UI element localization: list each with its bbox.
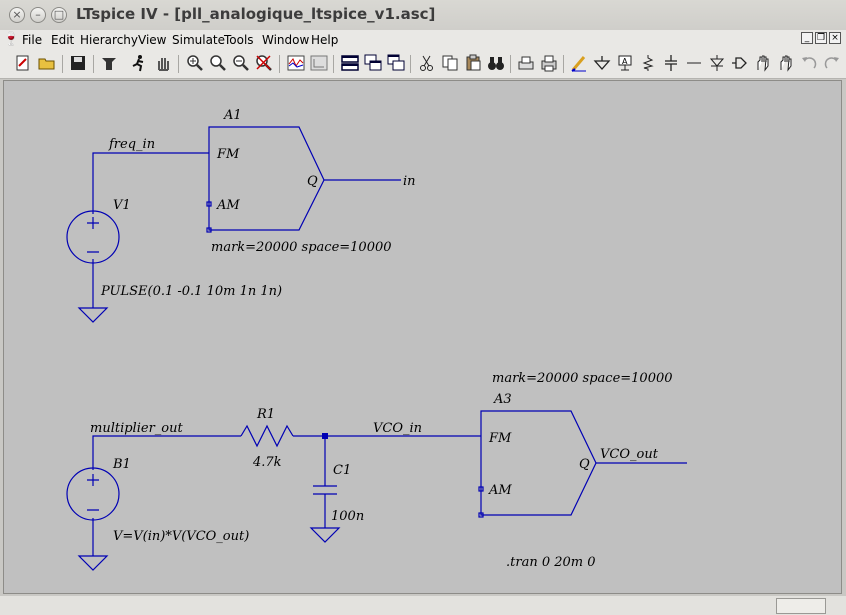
v1-name: V1: [113, 198, 131, 213]
a3-pin-q: Q: [579, 457, 590, 472]
zoom-out-icon[interactable]: [232, 54, 250, 72]
print-setup-icon[interactable]: [517, 54, 535, 72]
drag-icon[interactable]: [777, 54, 795, 72]
menu-window[interactable]: Window: [262, 33, 310, 47]
label-net-icon[interactable]: A: [616, 54, 634, 72]
cascade-icon[interactable]: [364, 54, 382, 72]
net-in[interactable]: in: [403, 174, 416, 189]
schematic-canvas[interactable]: A1 FM AM Q mark=20000 space=10000 freq_i…: [3, 80, 842, 594]
a3-params: mark=20000 space=10000: [492, 371, 673, 386]
title-bar: × – □ LTspice IV - [pll_analogique_ltspi…: [0, 0, 846, 30]
save-icon[interactable]: [69, 54, 87, 72]
open-icon[interactable]: [38, 54, 56, 72]
a3-pin-fm: FM: [488, 431, 512, 446]
v1-source[interactable]: [66, 210, 120, 264]
ground-3: [77, 555, 109, 571]
status-bar: [0, 596, 846, 615]
a1-pin-q: Q: [307, 174, 318, 189]
v1-value: PULSE(0.1 -0.1 10m 1n 1n): [100, 284, 282, 299]
net-freq-in[interactable]: freq_in: [108, 137, 155, 152]
wire-multiplier-out[interactable]: [92, 435, 241, 470]
tile-vertical-icon[interactable]: [387, 54, 405, 72]
toolbar: A: [0, 50, 846, 79]
maximize-window-button[interactable]: □: [51, 7, 67, 23]
status-panel: [776, 598, 826, 614]
r1-resistor[interactable]: [240, 424, 294, 448]
wire-c1[interactable]: [313, 436, 337, 528]
minimize-window-button[interactable]: –: [30, 7, 46, 23]
a3-name: A3: [493, 392, 512, 407]
cut-icon[interactable]: [418, 54, 436, 72]
menu-tools[interactable]: Tools: [224, 33, 254, 47]
menu-view[interactable]: View: [138, 33, 167, 47]
svg-text:A: A: [622, 57, 628, 66]
print-icon[interactable]: [540, 54, 558, 72]
a1-name: A1: [223, 108, 242, 123]
ground-1: [77, 307, 109, 323]
diode-icon[interactable]: [708, 54, 726, 72]
ground-2: [309, 527, 341, 543]
spice-directive[interactable]: .tran 0 20m 0: [506, 555, 596, 570]
junction-dot: [322, 433, 328, 439]
move-icon[interactable]: [754, 54, 772, 72]
undo-icon[interactable]: [800, 54, 818, 72]
r1-name: R1: [256, 407, 275, 422]
a1-params: mark=20000 space=10000: [211, 240, 392, 255]
app-logo-icon: 🍷: [3, 32, 20, 47]
mdi-restore-button[interactable]: ❐: [815, 32, 827, 44]
mdi-close-button[interactable]: ×: [829, 32, 841, 44]
capacitor-icon[interactable]: [662, 54, 680, 72]
tile-horizontal-icon[interactable]: [341, 54, 359, 72]
close-window-button[interactable]: ×: [9, 7, 25, 23]
halt-icon[interactable]: [154, 54, 172, 72]
run-icon[interactable]: [130, 54, 148, 72]
copy-icon[interactable]: [441, 54, 459, 72]
menu-file[interactable]: File: [22, 33, 43, 47]
menu-bar: 🍷 File Edit Hierarchy View Simulate Tool…: [0, 30, 846, 50]
menu-help[interactable]: Help: [311, 33, 339, 47]
menu-hierarchy[interactable]: Hierarchy: [80, 33, 139, 47]
a3-block[interactable]: [480, 410, 597, 516]
waveform-icon[interactable]: [287, 54, 305, 72]
window-title: LTspice IV - [pll_analogique_ltspice_v1.…: [76, 5, 436, 23]
autorange-icon[interactable]: [310, 54, 328, 72]
new-schematic-icon[interactable]: [14, 54, 32, 72]
a1-block[interactable]: [208, 126, 325, 231]
wire-freq-in[interactable]: [92, 152, 209, 214]
zoom-pan-icon[interactable]: [209, 54, 227, 72]
draw-wire-icon[interactable]: [570, 54, 588, 72]
component-icon[interactable]: [731, 54, 749, 72]
net-vco-out[interactable]: VCO_out: [600, 447, 659, 462]
menu-edit[interactable]: Edit: [51, 33, 75, 47]
r1-value: 4.7k: [252, 455, 282, 470]
control-panel-icon[interactable]: [100, 54, 118, 72]
paste-icon[interactable]: [464, 54, 482, 72]
inductor-icon[interactable]: [685, 54, 703, 72]
b1-value: V=V(in)*V(VCO_out): [113, 529, 249, 544]
b1-name: B1: [112, 457, 131, 472]
c1-value: 100n: [331, 509, 364, 524]
c1-name: C1: [333, 463, 351, 478]
mdi-minimize-button[interactable]: _: [801, 32, 813, 44]
find-icon[interactable]: [487, 54, 505, 72]
ground-icon[interactable]: [593, 54, 611, 72]
a1-pin-am: AM: [216, 198, 240, 213]
a1-pin-fm: FM: [216, 147, 240, 162]
b1-source[interactable]: [66, 467, 120, 521]
zoom-fit-icon[interactable]: [255, 54, 273, 72]
net-multiplier-out[interactable]: multiplier_out: [90, 421, 183, 436]
resistor-icon[interactable]: [639, 54, 657, 72]
zoom-in-icon[interactable]: [186, 54, 204, 72]
a3-pin-am: AM: [488, 483, 512, 498]
net-vco-in[interactable]: VCO_in: [373, 421, 422, 436]
redo-icon[interactable]: [823, 54, 841, 72]
menu-simulate[interactable]: Simulate: [172, 33, 226, 47]
